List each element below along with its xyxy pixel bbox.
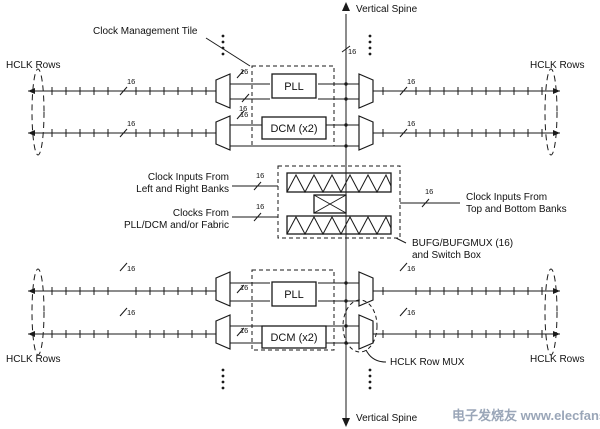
watermark: 电子发烧友 www.elecfans.com (452, 408, 600, 423)
bufg-switch-box (277, 165, 401, 239)
clocks-from-line1: Clocks From (173, 208, 229, 219)
svg-text:16: 16 (239, 104, 247, 113)
bufg-label-line2: and Switch Box (412, 250, 481, 261)
svg-text:16: 16 (407, 264, 415, 273)
svg-text:16: 16 (127, 264, 135, 273)
hclk-rows-label-bottom-right: HCLK Rows (530, 354, 584, 365)
svg-text:16: 16 (407, 119, 415, 128)
row-end-ellipses (31, 68, 558, 356)
hclk-row-ticks (51, 87, 543, 338)
svg-text:16: 16 (407, 308, 415, 317)
pll-label-bottom: PLL (284, 289, 304, 301)
pll-label-top: PLL (284, 81, 304, 93)
svg-text:16: 16 (425, 187, 433, 196)
vertical-spine: 16 (341, 2, 356, 427)
clock-inputs-lr-line1: Clock Inputs From (148, 172, 229, 183)
hclk-rows-label-bottom-left: HCLK Rows (6, 354, 60, 365)
svg-text:16: 16 (127, 119, 135, 128)
switch-box (313, 194, 347, 214)
dcm-label-bottom: DCM (x2) (270, 332, 317, 344)
svg-text:16: 16 (256, 171, 264, 180)
clock-inputs-tb-line1: Clock Inputs From (466, 192, 547, 203)
clock-management-tile-bottom (251, 269, 335, 351)
hclk-rows-label-top-right: HCLK Rows (530, 60, 584, 71)
continuation-dots (221, 34, 372, 390)
svg-text:16: 16 (256, 202, 264, 211)
svg-text:16: 16 (407, 77, 415, 86)
pll-block-top (271, 73, 317, 99)
hclk-row-mux-label: HCLK Row MUX (390, 357, 465, 368)
svg-text:16: 16 (240, 67, 248, 76)
hclk-rows-label-top-left: HCLK Rows (6, 60, 60, 71)
svg-text:16: 16 (240, 326, 248, 335)
svg-text:16: 16 (240, 110, 248, 119)
hclk-row-mux-highlight (342, 299, 378, 353)
pll-block-bottom (271, 281, 317, 307)
hclk-row-4: 16 16 16 (28, 307, 560, 350)
hclk-row-2: 16 16 16 (28, 110, 560, 151)
bufg-array-bottom (286, 215, 392, 235)
clocks-from-line2: PLL/DCM and/or Fabric (124, 220, 229, 231)
dcm-block-top (261, 116, 327, 140)
clock-management-tile-label: Clock Management Tile (93, 26, 198, 37)
clock-inputs-tb-line2: Top and Bottom Banks (466, 204, 567, 215)
vertical-spine-bottom-label: Vertical Spine (356, 413, 418, 424)
bufg-array-top (286, 172, 392, 193)
hclk-row-1: 16 16 16 16 (28, 67, 560, 113)
svg-text:16: 16 (240, 283, 248, 292)
spine-bus-width: 16 (348, 47, 356, 56)
dcm-block-bottom (261, 325, 327, 349)
clock-inputs-lr-line2: Left and Right Banks (136, 184, 229, 195)
svg-text:16: 16 (127, 77, 135, 86)
svg-text:16: 16 (127, 308, 135, 317)
dcm-label-top: DCM (x2) (270, 123, 317, 135)
hclk-row-3: 16 16 16 (28, 262, 560, 307)
vertical-spine-top-label: Vertical Spine (356, 4, 418, 15)
bufg-label-line1: BUFG/BUFGMUX (16) (412, 238, 513, 249)
